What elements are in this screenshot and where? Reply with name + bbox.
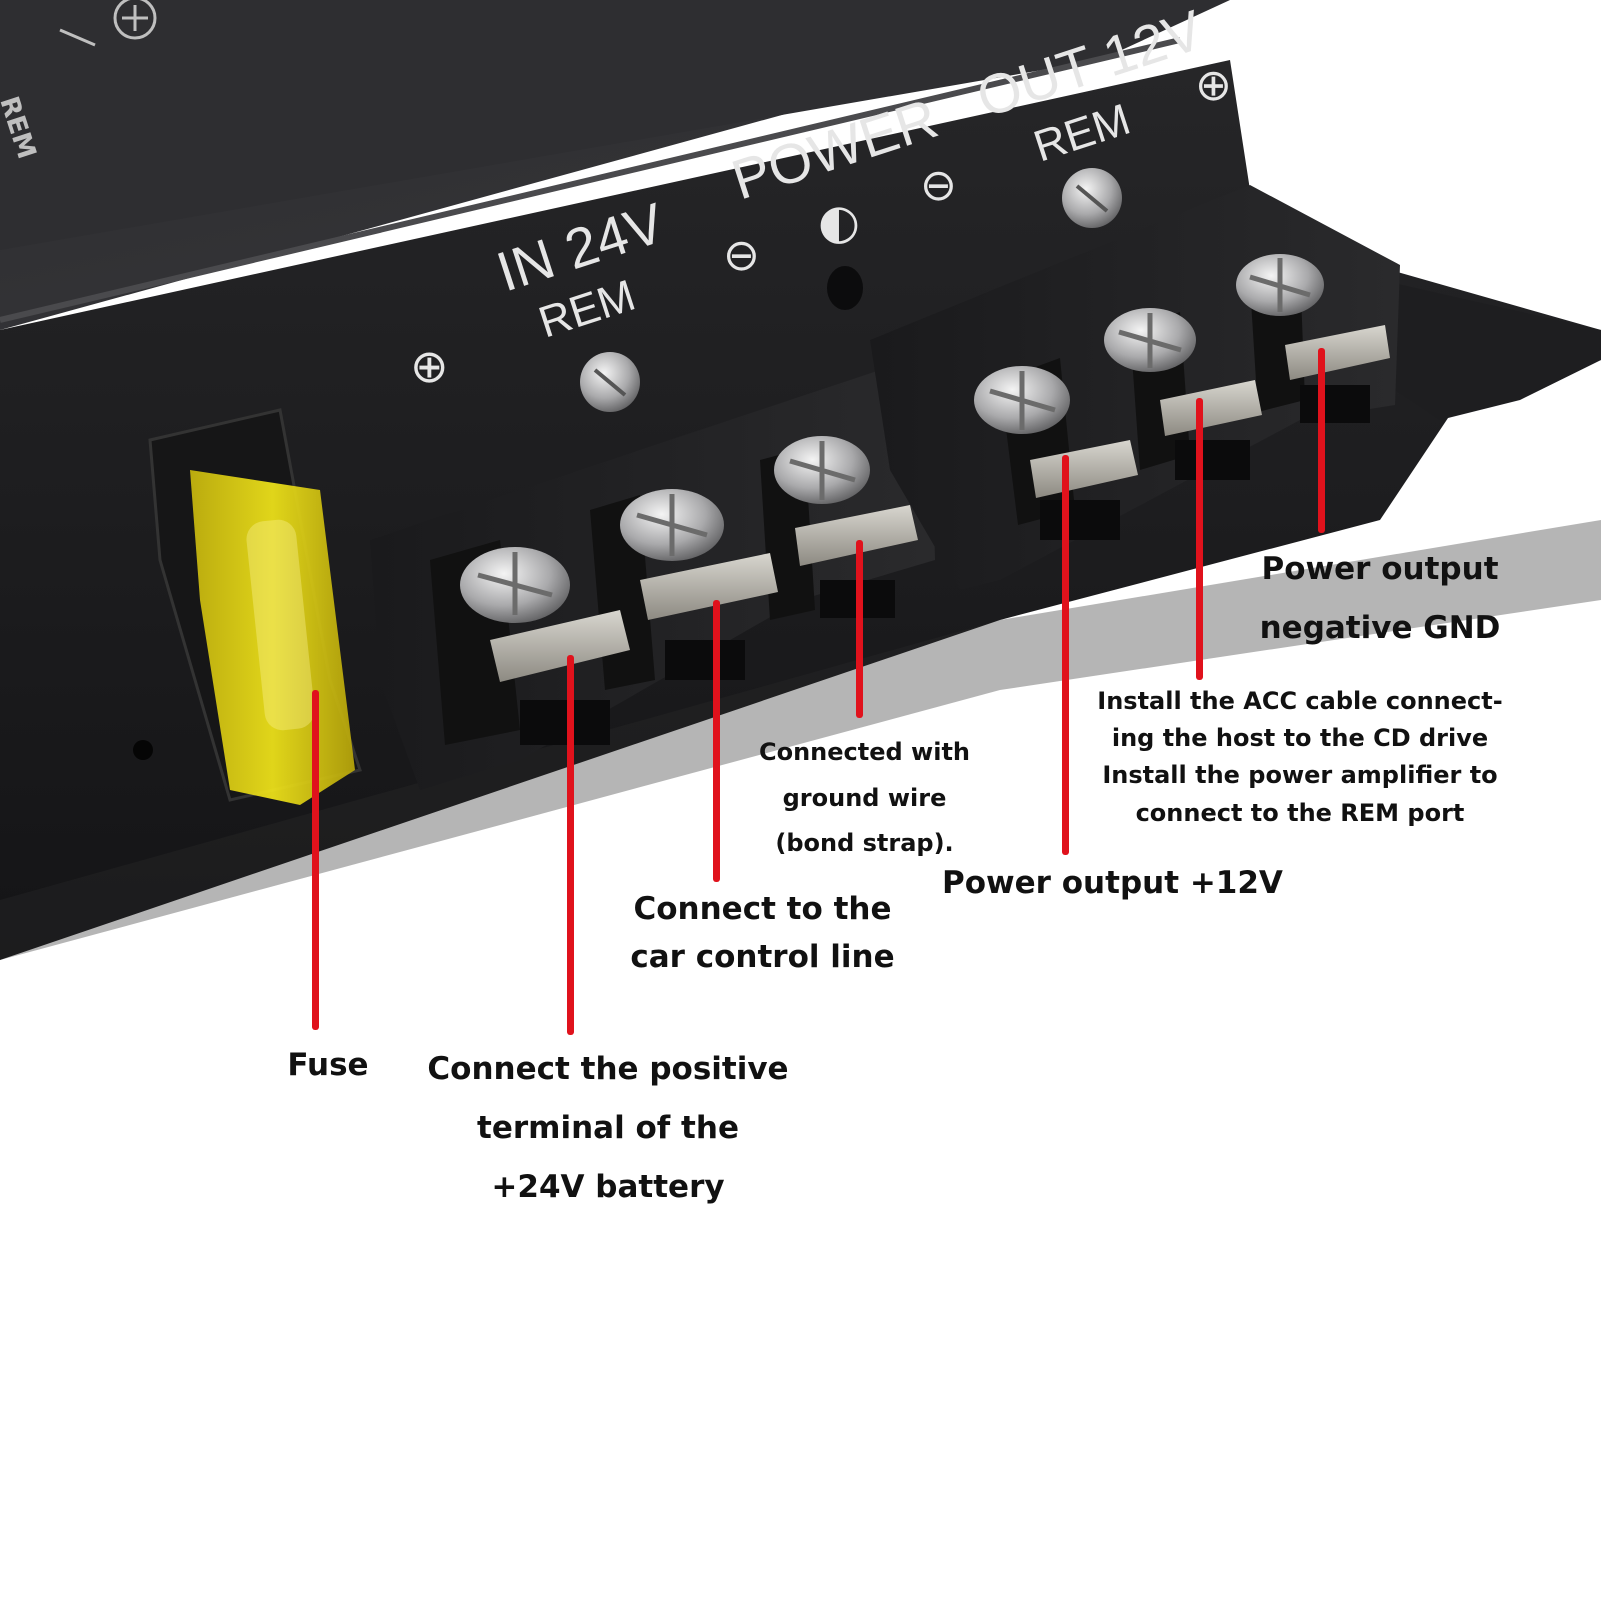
- callout-line: Install the ACC cable connect-: [1097, 687, 1503, 715]
- terminal-plate: [1285, 325, 1390, 380]
- terminal-plate: [640, 553, 778, 620]
- indicator-hole: [827, 266, 863, 310]
- leader-line-output-12v: [1062, 455, 1069, 855]
- callout-line: ground wire: [782, 783, 947, 812]
- callout-line: negative GND: [1259, 609, 1501, 646]
- fuse-label: Fuse: [268, 1040, 388, 1090]
- leader-line-battery-positive: [567, 655, 574, 1035]
- output-gnd-label: Power output negative GND: [1250, 540, 1510, 658]
- callout-line: car control line: [630, 939, 895, 976]
- car-control-label: Connect to the car control line: [620, 885, 905, 981]
- callout-line: Connect the positive: [427, 1051, 789, 1087]
- minus-out-icon: ⊖: [920, 160, 957, 211]
- terminal-plate: [795, 505, 918, 566]
- terminal-plate: [1160, 380, 1262, 436]
- plus-in-icon: ⊕: [410, 339, 449, 393]
- battery-positive-label: Connect the positive terminal of the +24…: [423, 1040, 793, 1217]
- terminal-plate: [1030, 440, 1138, 498]
- corner-line: [59, 28, 96, 47]
- leader-line-output-gnd: [1318, 348, 1325, 533]
- callout-line: terminal of the: [477, 1109, 739, 1146]
- device-edge: [0, 37, 1181, 323]
- acc-rem-label: Install the ACC cable connect- ing the h…: [1095, 683, 1505, 832]
- callout-line: Fuse: [287, 1047, 369, 1083]
- callout-line: +24V battery: [491, 1168, 725, 1205]
- plus-out-icon: ⊕: [1195, 60, 1232, 111]
- callout-line: Connected with: [758, 738, 971, 766]
- leader-line-fuse: [312, 690, 319, 1030]
- leader-line-acc-rem: [1196, 398, 1203, 680]
- plus-icon: [113, 0, 157, 40]
- terminal-plate: [490, 610, 630, 682]
- callout-line: Install the power amplifier to: [1102, 761, 1498, 790]
- callout-line: ing the host to the CD drive: [1111, 724, 1489, 753]
- callout-line: Power output +12V: [942, 865, 1283, 901]
- leader-line-ground: [856, 540, 863, 718]
- device-top-surface: [0, 0, 1230, 250]
- minus-in-icon: ⊖: [723, 230, 760, 281]
- leader-line-car-control: [713, 600, 720, 882]
- ground-label: Connected with ground wire (bond strap).: [752, 730, 977, 867]
- mounting-flange: [1380, 280, 1601, 420]
- fuse-holder-hole: [133, 740, 153, 760]
- callout-line: Power output: [1261, 551, 1499, 587]
- output-12v-label: Power output +12V: [942, 858, 1283, 908]
- callout-line: Connect to the: [633, 891, 892, 927]
- callout-line: (bond strap).: [775, 829, 954, 858]
- ground-icon: ◐: [818, 194, 860, 250]
- callout-line: connect to the REM port: [1135, 798, 1465, 827]
